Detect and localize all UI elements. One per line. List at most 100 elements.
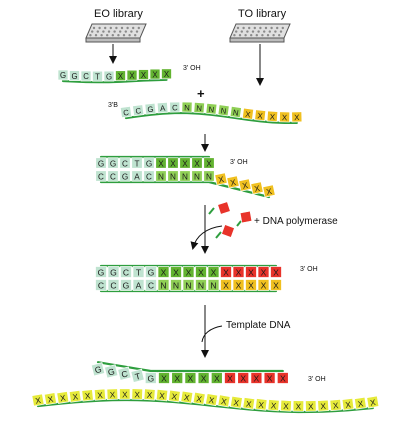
svg-text:N: N (206, 172, 212, 181)
svg-text:N: N (158, 172, 164, 181)
svg-text:T: T (134, 371, 142, 382)
svg-text:X: X (345, 400, 352, 410)
svg-text:X: X (370, 398, 377, 408)
oh-label-final: 3' OH (308, 376, 326, 383)
template-strand-base: X (341, 397, 355, 411)
svg-text:X: X (174, 374, 180, 384)
to-strand-base: C (119, 105, 133, 119)
extended-top-strand-base: X (182, 266, 195, 278)
svg-text:C: C (135, 106, 142, 116)
hybrid-top-strand-base: X (179, 157, 191, 169)
curved-arrow-template (201, 325, 223, 343)
svg-text:X: X (218, 175, 226, 185)
extended-bottom-strand-base: A (132, 279, 145, 291)
svg-text:X: X (248, 268, 254, 278)
hybrid-bottom-strand-base: X (250, 181, 264, 195)
template-strand-base: X (131, 388, 143, 400)
svg-text:X: X (240, 374, 246, 384)
eo-strand-base: G (69, 70, 80, 81)
svg-text:X: X (211, 268, 217, 278)
svg-text:G: G (123, 281, 130, 291)
three-prime-b-label: 3'B (108, 102, 118, 109)
hybrid-bottom-strand-base: X (214, 172, 228, 186)
eo-strand-base: X (161, 68, 172, 80)
template-dna-label: Template DNA (226, 320, 291, 331)
eo-strand-base: X (126, 69, 138, 81)
final-top-strand-base: X (184, 372, 197, 384)
extended-top-strand-base: X (245, 266, 257, 278)
curved-arrow-polymerase (190, 225, 223, 250)
svg-text:C: C (123, 268, 129, 278)
oh-label-hybrid: 3' OH (230, 159, 248, 166)
extended-bottom-strand-base: C (95, 279, 107, 291)
svg-text:C: C (98, 172, 104, 181)
svg-text:C: C (98, 281, 104, 291)
svg-text:X: X (164, 70, 170, 79)
to-strand-base: C (132, 104, 145, 117)
eo-strand-base: X (115, 70, 126, 82)
template-strand-base: X (292, 400, 305, 412)
final-top-strand-base: X (210, 372, 223, 384)
svg-text:G: G (94, 364, 103, 375)
svg-text:X: X (245, 110, 252, 120)
hybrid-top-strand-base: T (131, 157, 143, 169)
hybrid-bottom-strand-base: N (203, 170, 215, 182)
svg-text:G: G (107, 366, 116, 377)
to-strand-base: N (229, 105, 242, 119)
to-library-plate-icon (229, 23, 291, 43)
svg-text:X: X (186, 268, 192, 278)
svg-text:G: G (60, 71, 66, 80)
svg-text:X: X (147, 391, 154, 400)
template-strand-base: X (317, 399, 330, 412)
extended-bottom-strand-base: N (157, 279, 170, 291)
svg-text:X: X (47, 395, 54, 405)
eo-strand-base: G (103, 70, 115, 82)
template-strand-base: X (242, 397, 256, 410)
to-strand-base: X (254, 109, 267, 122)
svg-text:T: T (95, 72, 100, 81)
extended-top-strand-base: X (257, 266, 270, 278)
svg-text:X: X (183, 393, 190, 403)
extended-bottom-strand-base: X (220, 279, 232, 291)
svg-text:X: X (223, 281, 229, 291)
svg-text:G: G (147, 374, 154, 384)
eo-library-plate-icon (85, 23, 147, 43)
svg-text:N: N (185, 281, 191, 291)
svg-text:X: X (296, 402, 302, 411)
svg-text:C: C (110, 281, 116, 291)
template-strand-base: X (205, 393, 219, 407)
template-strand-base: X (229, 395, 243, 409)
svg-text:X: X (97, 391, 104, 400)
svg-text:X: X (201, 374, 207, 384)
hybrid-bottom-strand-base: N (179, 170, 191, 182)
svg-text:X: X (161, 268, 167, 278)
svg-text:X: X (261, 268, 267, 278)
svg-text:N: N (220, 106, 227, 116)
hybrid-bottom-strand-base: N (155, 170, 167, 182)
svg-text:N: N (173, 281, 179, 291)
svg-text:X: X (84, 391, 91, 401)
hybrid-top-strand-base: G (107, 157, 119, 169)
hybrid-bottom-strand-base: X (226, 175, 240, 189)
hybrid-bottom-strand-base: C (143, 170, 155, 182)
hybrid-top-strand-base: C (119, 157, 131, 169)
svg-text:X: X (273, 281, 279, 291)
eo-strand-base: X (149, 68, 161, 80)
svg-text:X: X (270, 401, 277, 410)
svg-text:X: X (273, 268, 279, 278)
svg-text:X: X (141, 71, 147, 80)
template-strand-base: X (180, 390, 194, 404)
svg-text:G: G (146, 159, 152, 168)
svg-text:X: X (214, 374, 220, 384)
extended-bottom-strand-base: N (207, 279, 220, 291)
template-strand-base: X (280, 399, 292, 412)
svg-text:C: C (148, 281, 154, 291)
template-strand-base: X (43, 392, 57, 406)
svg-text:X: X (223, 268, 229, 278)
template-strand-base: X (106, 388, 119, 401)
svg-text:X: X (245, 399, 252, 409)
